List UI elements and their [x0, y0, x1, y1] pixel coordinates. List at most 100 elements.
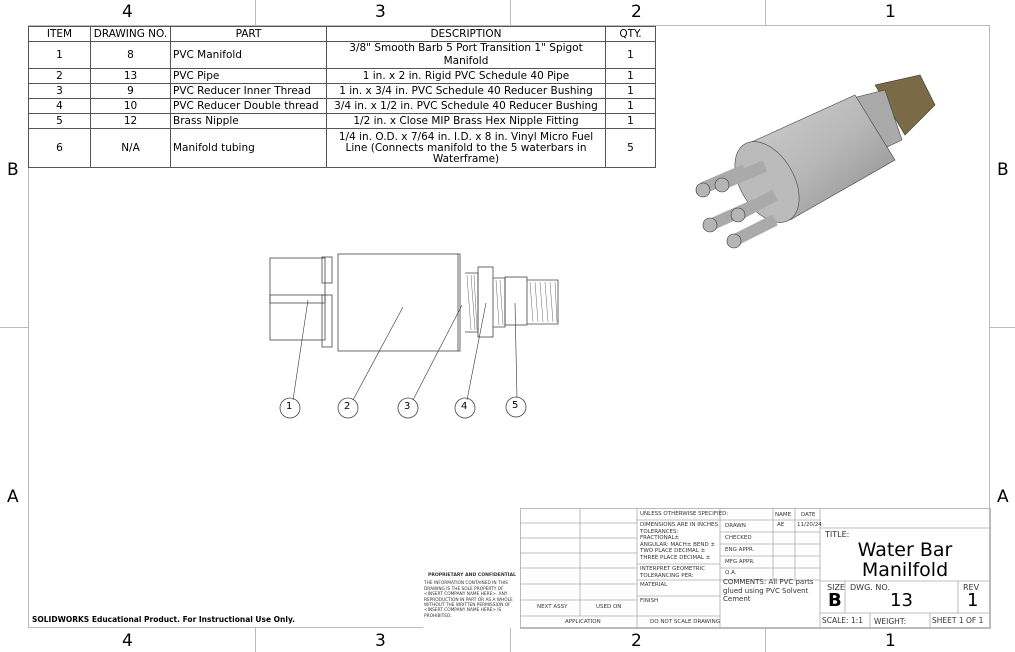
name-header: NAME: [775, 512, 792, 518]
cell: 4: [28, 98, 91, 114]
zone-right-b: B: [997, 160, 1009, 180]
balloon-2: 2: [344, 401, 351, 412]
three-place-tol: THREE PLACE DECIMAL ±: [640, 554, 711, 561]
balloon-3: 3: [404, 401, 411, 412]
header-item: ITEM: [28, 26, 91, 42]
cell: N/A: [90, 128, 171, 168]
dimensions-note: DIMENSIONS ARE IN INCHES: [640, 522, 718, 528]
next-assy-label: NEXT ASSY: [537, 604, 568, 610]
bom-header: ITEM DRAWING NO. PART DESCRIPTION QTY.: [28, 26, 656, 42]
cell: 3/8" Smooth Barb 5 Port Transition 1" Sp…: [326, 41, 606, 69]
rev-value: 1: [967, 590, 979, 611]
balloon-5: 5: [512, 400, 519, 411]
cell: 5: [605, 128, 656, 168]
qa-label: Q.A.: [725, 570, 737, 576]
zone-right-a: A: [997, 487, 1009, 507]
balloon-4: 4: [461, 401, 468, 412]
cell: 1: [28, 41, 91, 69]
cell: PVC Pipe: [170, 68, 327, 84]
finish-label: FINISH: [640, 598, 659, 604]
checked-label: CHECKED: [725, 535, 752, 541]
header-description: DESCRIPTION: [326, 26, 606, 42]
cell: Manifold tubing: [170, 128, 327, 168]
title-label: TITLE:: [825, 530, 850, 539]
drawn-date: 11/20/24: [797, 522, 822, 528]
zone-bottom-4: 4: [122, 631, 133, 651]
drawn-name: AE: [777, 522, 785, 528]
cell: PVC Reducer Inner Thread: [170, 83, 327, 99]
title-line-1: Water Bar: [857, 539, 953, 561]
cell: 3/4 in. x 1/2 in. PVC Schedule 40 Reduce…: [326, 98, 606, 114]
cell: 1 in. x 3/4 in. PVC Schedule 40 Reducer …: [326, 83, 606, 99]
size-label: SIZE: [827, 583, 845, 592]
zone-top-2: 2: [631, 2, 642, 22]
date-header: DATE: [801, 512, 816, 518]
cell: 6: [28, 128, 91, 168]
zone-top-3: 3: [375, 2, 386, 22]
proprietary-text: THE INFORMATION CONTAINED IN THIS DRAWIN…: [424, 581, 513, 619]
cell: 1: [605, 83, 656, 99]
cell: 13: [90, 68, 171, 84]
zone-bottom-2: 2: [631, 631, 642, 651]
rev-label: REV: [963, 583, 980, 592]
material-label: MATERIAL: [640, 582, 668, 588]
drawn-label: DRAWN: [725, 523, 746, 529]
used-on-label: USED ON: [596, 604, 622, 610]
sheet-number: SHEET 1 OF 1: [932, 616, 984, 625]
scale: SCALE: 1:1: [822, 616, 864, 625]
interpret-tolerancing: INTERPRET GEOMETRIC TOLERANCING PER:: [640, 566, 706, 579]
dwg-no-label: DWG. NO.: [850, 583, 890, 592]
mfg-appr-label: MFG APPR.: [725, 559, 755, 565]
assembly-isometric-view: [695, 74, 936, 249]
cell: PVC Reducer Double thread: [170, 98, 327, 114]
tolerances-label: TOLERANCES:: [640, 528, 679, 535]
application-label: APPLICATION: [565, 619, 601, 625]
proprietary-block: PROPRIETARY AND CONFIDENTIAL THE INFORMA…: [423, 570, 521, 628]
cell: 1: [605, 113, 656, 129]
two-place-tol: TWO PLACE DECIMAL ±: [640, 548, 706, 555]
cell: 9: [90, 83, 171, 99]
dwg-no-value: 13: [890, 590, 913, 611]
comments: COMMENTS: All PVC parts glued using PVC …: [723, 578, 814, 603]
cell: 1: [605, 98, 656, 114]
zone-top-1: 1: [885, 2, 896, 22]
cell: 3: [28, 83, 91, 99]
assembly-side-view: [269, 253, 559, 419]
header-part: PART: [170, 26, 327, 42]
cell: 1: [605, 68, 656, 84]
do-not-scale: DO NOT SCALE DRAWING: [650, 619, 720, 625]
header-qty: QTY.: [605, 26, 656, 42]
weight: WEIGHT:: [874, 617, 907, 626]
cell: 5: [28, 113, 91, 129]
zone-bottom-3: 3: [375, 631, 386, 651]
cell: Brass Nipple: [170, 113, 327, 129]
title-line-2: Manilfold: [861, 559, 949, 581]
unless-specified: UNLESS OTHERWISE SPECIFIED:: [640, 511, 729, 517]
zone-top-4: 4: [122, 2, 133, 22]
tolerance-notes: DIMENSIONS ARE IN INCHES TOLERANCES: FRA…: [640, 522, 718, 562]
title-block-grid: [520, 508, 991, 629]
header-drawing-no: DRAWING NO.: [90, 26, 171, 42]
size-value: B: [828, 590, 842, 611]
cell: 1/4 in. O.D. x 7/64 in. I.D. x 8 in. Vin…: [326, 128, 606, 168]
fractional-tol: FRACTIONAL±: [640, 535, 680, 542]
cell: 12: [90, 113, 171, 129]
zone-left-b: B: [7, 160, 19, 180]
proprietary-title: PROPRIETARY AND CONFIDENTIAL: [427, 573, 516, 578]
educational-watermark: SOLIDWORKS Educational Product. For Inst…: [32, 615, 296, 624]
eng-appr-label: ENG APPR.: [725, 547, 755, 553]
balloon-1: 1: [286, 401, 293, 412]
angular-tol: ANGULAR: MACH± BEND ±: [640, 541, 716, 548]
cell: 1: [605, 41, 656, 69]
zone-left-a: A: [7, 487, 19, 507]
zone-bottom-1: 1: [885, 631, 896, 651]
drawing-title: Water Bar Manilfold: [825, 540, 985, 580]
cell: PVC Manifold: [170, 41, 327, 69]
